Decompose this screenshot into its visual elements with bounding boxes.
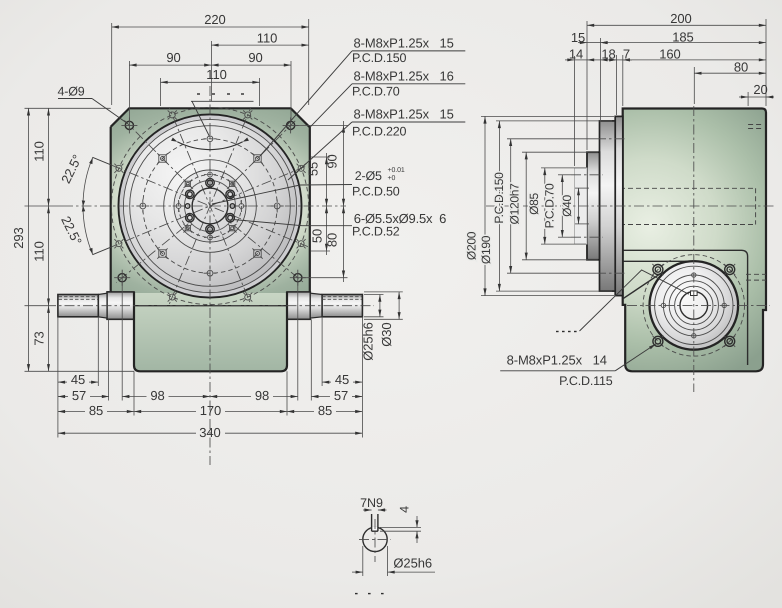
svg-text:Ø25h6: Ø25h6 <box>361 322 376 361</box>
svg-text:6-Ø5.5xØ9.5x 6: 6-Ø5.5xØ9.5x 6 <box>354 211 446 226</box>
svg-text:90: 90 <box>248 50 262 65</box>
svg-text:P.C.D.70: P.C.D.70 <box>543 183 557 228</box>
svg-text:7: 7 <box>623 46 630 61</box>
svg-text:8-M8xP1.25x 15: 8-M8xP1.25x 15 <box>354 36 454 51</box>
svg-text:80: 80 <box>325 233 340 247</box>
svg-text:170: 170 <box>200 403 221 418</box>
svg-text:90: 90 <box>325 154 340 168</box>
svg-text:7N9: 7N9 <box>360 496 383 510</box>
svg-text:P.C.D.52: P.C.D.52 <box>352 224 400 238</box>
svg-text:57: 57 <box>72 388 86 403</box>
svg-text:+0.01: +0.01 <box>388 167 405 174</box>
svg-text:P.C.D.70: P.C.D.70 <box>352 85 400 99</box>
svg-text:Ø120h7: Ø120h7 <box>508 183 522 225</box>
svg-text:98: 98 <box>255 388 269 403</box>
svg-text:45: 45 <box>335 372 349 387</box>
svg-text:Ø85: Ø85 <box>527 192 541 214</box>
svg-text:15: 15 <box>571 30 585 45</box>
svg-text:Ø30: Ø30 <box>379 322 394 346</box>
svg-text:85: 85 <box>318 403 332 418</box>
svg-text:4-Ø9: 4-Ø9 <box>58 85 85 99</box>
svg-text:8-M8xP1.25x 14: 8-M8xP1.25x 14 <box>507 353 607 368</box>
svg-text:80: 80 <box>734 60 748 75</box>
svg-text:110: 110 <box>32 241 47 261</box>
svg-text:110: 110 <box>206 67 226 82</box>
svg-text:Ø190: Ø190 <box>479 235 493 264</box>
svg-text:55: 55 <box>306 162 321 176</box>
svg-text:340: 340 <box>199 425 220 440</box>
svg-text:57: 57 <box>334 388 348 403</box>
svg-text:20: 20 <box>753 82 767 97</box>
svg-text:Ø40: Ø40 <box>560 194 574 216</box>
svg-text:185: 185 <box>672 30 693 45</box>
svg-text:P.C.D.115: P.C.D.115 <box>559 374 613 388</box>
svg-text:50: 50 <box>310 229 325 243</box>
svg-text:2-Ø5: 2-Ø5 <box>355 169 382 183</box>
svg-text:293: 293 <box>11 227 26 248</box>
svg-text:85: 85 <box>89 403 103 418</box>
svg-text:+0: +0 <box>388 175 396 182</box>
svg-text:P.C.D.150: P.C.D.150 <box>352 51 407 65</box>
svg-text:160: 160 <box>659 46 680 61</box>
svg-text:98: 98 <box>150 388 164 403</box>
svg-text:P.C.D.150: P.C.D.150 <box>492 172 506 224</box>
svg-text:110: 110 <box>32 141 47 161</box>
svg-text:200: 200 <box>670 11 691 26</box>
svg-text:Ø200: Ø200 <box>465 231 479 260</box>
svg-text:220: 220 <box>204 12 225 27</box>
svg-text:90: 90 <box>166 50 180 65</box>
svg-text:P.C.D.50: P.C.D.50 <box>352 185 400 199</box>
svg-text:8-M8xP1.25x 15: 8-M8xP1.25x 15 <box>354 107 454 122</box>
svg-text:8-M8xP1.25x 16: 8-M8xP1.25x 16 <box>354 68 454 83</box>
svg-text:14: 14 <box>569 46 583 61</box>
svg-text:P.C.D.220: P.C.D.220 <box>352 124 407 138</box>
svg-text:110: 110 <box>257 30 277 45</box>
svg-text:4: 4 <box>398 506 412 513</box>
svg-text:Ø25h6: Ø25h6 <box>393 556 432 571</box>
svg-text:18: 18 <box>601 46 615 61</box>
svg-text:45: 45 <box>71 372 85 387</box>
svg-text:73: 73 <box>32 331 47 345</box>
